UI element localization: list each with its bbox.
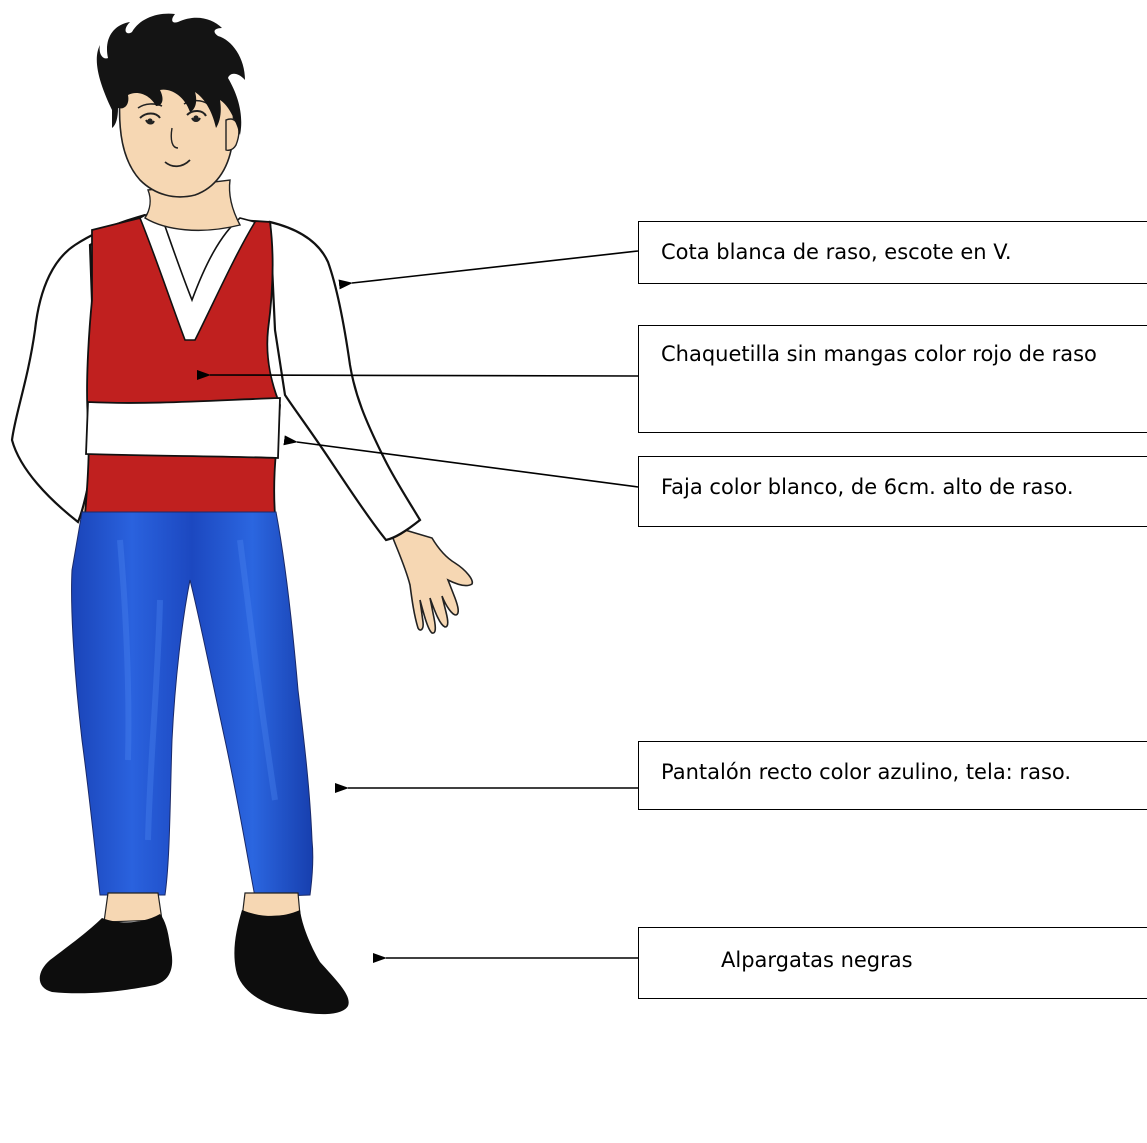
blue-pants (72, 512, 313, 897)
arrow-chaquetilla (210, 375, 638, 376)
left-shoe (40, 914, 172, 993)
callout-chaquetilla-text: Chaquetilla sin mangas color rojo de ras… (661, 333, 1137, 375)
callout-pantalon: Pantalón recto color azulino, tela: raso… (638, 741, 1147, 810)
white-sash (86, 398, 280, 458)
callout-faja-text: Faja color blanco, de 6cm. alto de raso. (661, 466, 1147, 508)
arrow-cota (352, 251, 638, 283)
right-sleeve (270, 222, 420, 540)
right-shoe (234, 910, 348, 1014)
red-vest (85, 218, 280, 515)
callout-cota-text: Cota blanca de raso, escote en V. (661, 231, 1147, 273)
callout-pantalon-text: Pantalón recto color azulino, tela: raso… (661, 751, 1147, 793)
callout-alpargatas: Alpargatas negras (638, 927, 1147, 999)
right-hand (388, 525, 472, 633)
callout-alpargatas-text: Alpargatas negras (721, 939, 1147, 981)
callout-faja: Faja color blanco, de 6cm. alto de raso. (638, 456, 1147, 527)
callout-chaquetilla: Chaquetilla sin mangas color rojo de ras… (638, 325, 1147, 433)
callout-cota: Cota blanca de raso, escote en V. (638, 221, 1147, 284)
